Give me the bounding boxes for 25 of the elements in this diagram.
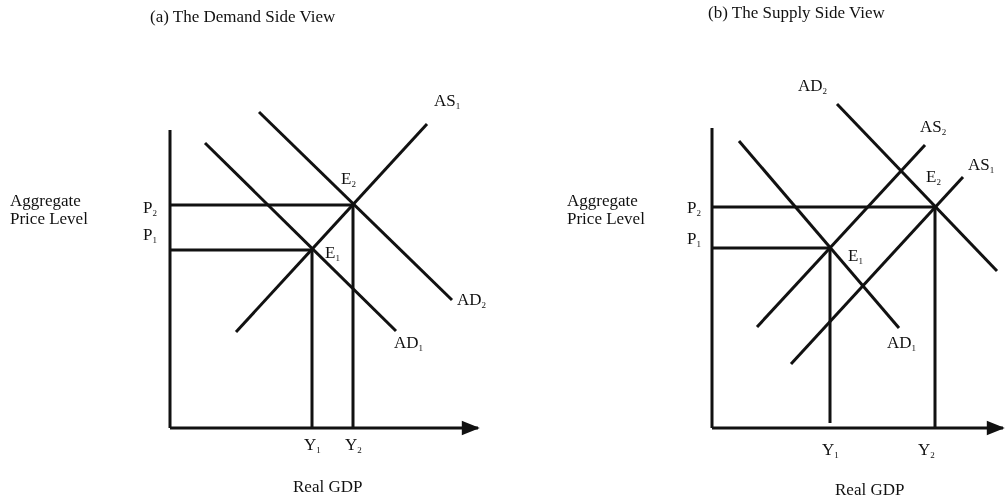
curve-label: AD$_{2}$ bbox=[457, 291, 487, 311]
axis-title: Real GDP bbox=[835, 481, 905, 499]
point-label: E$_{2}$ bbox=[926, 168, 941, 188]
curve-label: AD$_{2}$ bbox=[798, 77, 828, 97]
tick-label: Y$_{1}$ bbox=[304, 436, 321, 456]
curve-label: AS$_{2}$ bbox=[920, 118, 947, 138]
point-label: E$_{2}$ bbox=[341, 170, 356, 190]
tick-label: Y$_{2}$ bbox=[918, 441, 935, 461]
curve-label: AD$_{1}$ bbox=[887, 334, 917, 354]
axis-title: Real GDP bbox=[293, 478, 363, 496]
point-label: E$_{1}$ bbox=[325, 244, 340, 264]
axis-title: Aggregate Price Level bbox=[10, 192, 89, 228]
tick-label: P$_{2}$ bbox=[687, 199, 701, 219]
axis-title: Aggregate Price Level bbox=[567, 192, 646, 228]
tick-label: P$_{2}$ bbox=[143, 199, 157, 219]
curve-label: AS$_{1}$ bbox=[434, 92, 461, 112]
tick-label: Y$_{1}$ bbox=[822, 441, 839, 461]
tick-label: Y$_{2}$ bbox=[345, 436, 362, 456]
point-label: E$_{1}$ bbox=[848, 247, 863, 267]
tick-label: P$_{1}$ bbox=[143, 226, 157, 246]
panel-title: (b) The Supply Side View bbox=[708, 4, 885, 22]
curve-label: AS$_{1}$ bbox=[968, 156, 995, 176]
tick-label: P$_{1}$ bbox=[687, 230, 701, 250]
curve-label: AD$_{1}$ bbox=[394, 334, 424, 354]
panel-title: (a) The Demand Side View bbox=[150, 8, 336, 26]
